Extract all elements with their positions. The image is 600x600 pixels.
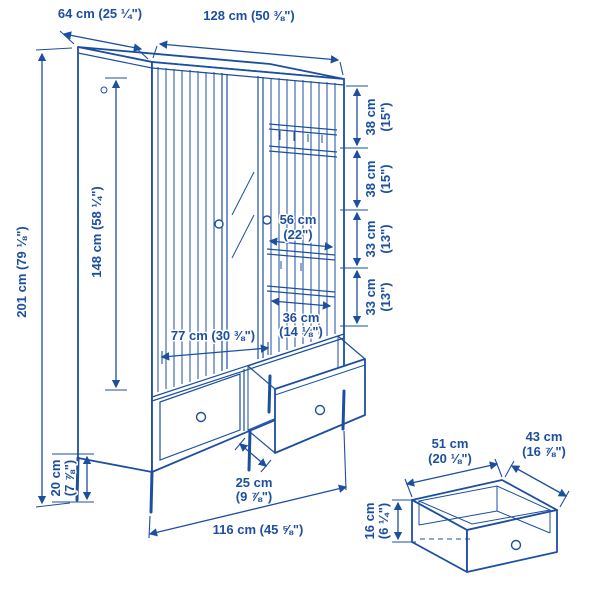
wardrobe-drawing [75,46,366,514]
dim-label-rail-lower-in: (14 ⅛") [279,324,323,339]
dim-label-38-1-in: (15") [378,102,393,131]
dimension-base-width: 116 cm (45 ⅝") [148,430,348,539]
dim-label-base-width: 116 cm (45 ⅝") [213,522,304,537]
right-door-knob [262,215,272,225]
dim-label-33-1-in: (13") [378,224,393,253]
left-door-knob [214,219,224,229]
dim-label-drawer-extension-cm: 25 cm [236,475,273,490]
dim-label-total-height: 201 cm (79 ⅛") [14,226,29,317]
dimension-rail-upper: 56 cm (22") [268,211,334,251]
dim-label-38-2-cm: 38 cm [363,161,378,198]
dimension-drawer-width: 51 cm (20 ⅛") [404,435,503,498]
dim-label-interior-width: 77 cm (30 ⅜") [171,328,255,343]
detail-drawer-knob [510,539,522,551]
dim-label-38-1-cm: 38 cm [363,99,378,136]
dimension-interior-height: 148 cm (58 ¼") [88,77,127,391]
dim-label-leg-height-cm: 20 cm [48,460,63,497]
dimension-total-height: 201 cm (79 ⅛") [13,47,73,508]
dimension-drawer-height: 16 cm (6 ¼") [361,499,416,543]
dim-label-drawer-width-cm: 51 cm [432,436,469,451]
dimension-interior-width: 77 cm (30 ⅜") [160,327,270,364]
dim-label-drawer-height-cm: 16 cm [362,503,377,540]
drawer-detail-drawing: 51 cm (20 ⅛") 43 cm (16 ⅞") 16 cm (6 ¼") [361,428,570,573]
open-drawer [247,335,366,454]
dimension-top-width: 128 cm (50 ⅜") [152,7,344,76]
dim-label-33-2-in: (13") [378,282,393,311]
mirror-glint [231,214,255,259]
dim-label-38-2-in: (15") [378,164,393,193]
dim-label-33-1-cm: 33 cm [363,221,378,258]
dimension-top-depth: 64 cm (25 ¼") [56,5,149,60]
closed-drawer [159,369,245,461]
keyhole-detail [100,86,108,94]
dim-label-rail-upper-in: (22") [283,227,312,242]
dim-label-leg-height-in: (7 ⅞") [62,460,77,497]
dim-label-drawer-height-in: (6 ¼") [376,503,391,540]
open-drawer-knob [314,404,326,416]
dim-label-drawer-depth-cm: 43 cm [526,429,563,444]
dim-label-rail-lower-cm: 36 cm [283,310,320,325]
dim-label-rail-upper-cm: 56 cm [280,212,317,227]
dim-label-top-width: 128 cm (50 ⅜") [203,8,294,23]
mirror-glint [231,171,255,216]
dim-label-top-depth: 64 cm (25 ¼") [58,6,142,21]
left-door-slats [157,67,215,392]
dimension-drawer-extension: 25 cm (9 ⅞") [234,437,274,506]
dim-label-interior-height: 148 cm (58 ¼") [89,186,104,277]
dimension-rail-lower: 36 cm (14 ⅛") [270,297,332,341]
dimension-drawer-depth: 43 cm (16 ⅞") [504,428,570,508]
closed-drawer-knob [195,411,207,423]
dim-label-drawer-width-in: (20 ⅛") [428,451,472,466]
dimension-right-stack: 38 cm (15") 38 cm (15") 33 cm (13") 33 c… [340,85,395,327]
dim-label-33-2-cm: 33 cm [363,279,378,316]
dimension-leg-height: 20 cm (7 ⅞") [47,453,94,503]
dim-label-drawer-depth-in: (16 ⅞") [522,444,566,459]
clothes-rails [266,123,338,298]
dim-label-drawer-extension-in: (9 ⅞") [236,489,273,504]
